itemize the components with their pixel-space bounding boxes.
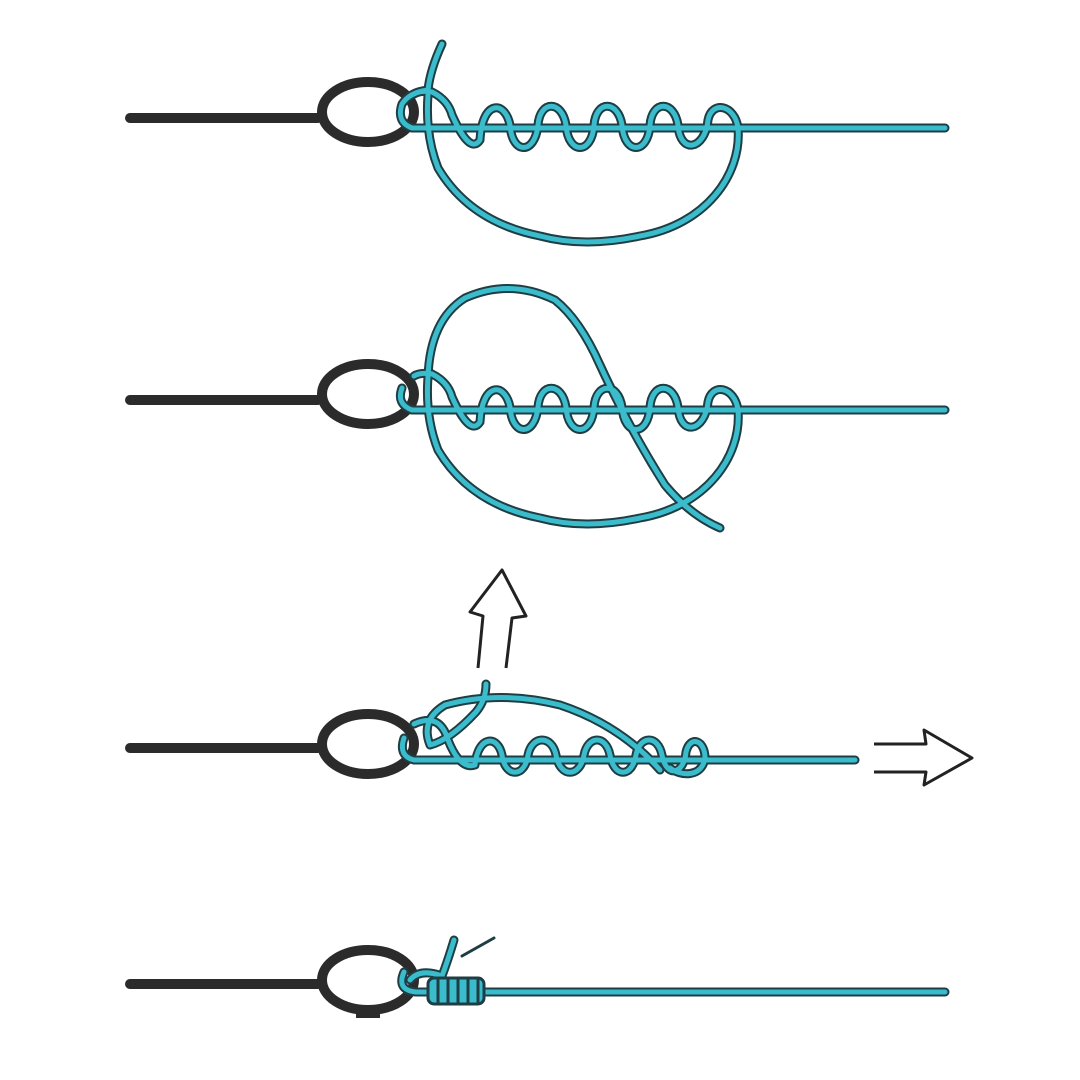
tight-coils [426, 976, 486, 1006]
eye-hook-icon [125, 77, 419, 147]
fishing-line [395, 39, 950, 247]
up-arrow-icon [468, 568, 528, 669]
step-2 [125, 284, 950, 533]
fishing-line [397, 935, 950, 1006]
eye-hook-icon [125, 359, 419, 429]
step-1 [125, 39, 950, 247]
fishing-line [397, 679, 860, 779]
trim-mark-icon [460, 936, 496, 958]
eye-hook-icon [125, 709, 419, 779]
right-arrow-icon [874, 728, 974, 787]
fishing-line [395, 284, 950, 533]
eye-hook-icon [125, 945, 419, 1018]
step-3 [125, 679, 974, 787]
step-4 [125, 935, 950, 1018]
